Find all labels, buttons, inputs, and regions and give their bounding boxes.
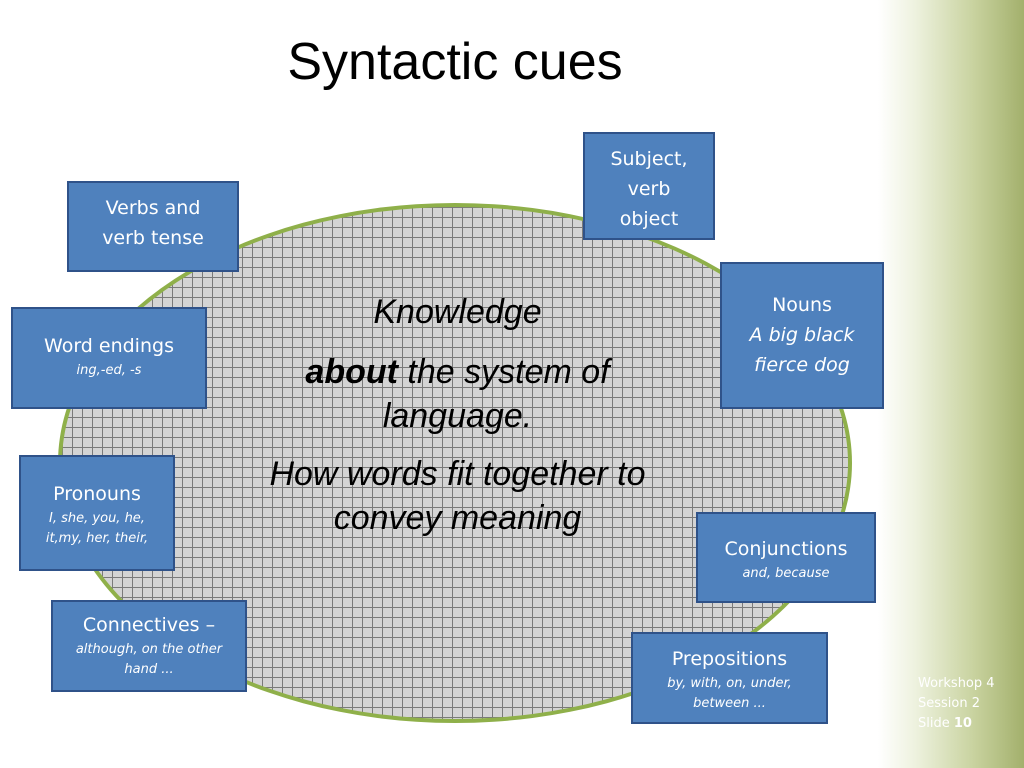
box-word-endings-label: Word endings <box>44 335 174 357</box>
box-pronouns-label: Pronouns <box>53 483 141 505</box>
box-pronouns-sub: I, she, you, he, it,my, her, their, <box>45 511 149 546</box>
box-nouns: Nouns A big black fierce dog <box>720 262 884 409</box>
about-bold: about <box>305 353 398 391</box>
box-prepositions-sub: by, with, on, under, between ... <box>667 676 792 711</box>
center-line-how: How words fit together to convey meaning <box>269 455 646 537</box>
box-connectives: Connectives – although, on the other han… <box>51 600 247 692</box>
footer-slide: Slide 10 <box>918 714 995 734</box>
box-nouns-sub: A big black fierce dog <box>749 324 855 376</box>
box-nouns-label: Nouns <box>772 294 832 316</box>
footer-slide-label: Slide <box>918 716 950 731</box>
slide-title: Syntactic cues <box>287 33 623 91</box>
box-connectives-sub: although, on the other hand ... <box>75 642 223 677</box>
slide-footer: Workshop 4 Session 2 Slide 10 <box>918 674 995 734</box>
footer-session: Session 2 <box>918 696 981 711</box>
footer-slide-number: 10 <box>953 716 972 731</box>
footer-workshop: Workshop 4 <box>918 676 995 691</box>
box-verbs-label: Verbs and verb tense <box>102 197 204 249</box>
box-subject-label: Subject, verb object <box>610 148 688 230</box>
box-pronouns: Pronouns I, she, you, he, it,my, her, th… <box>19 455 175 571</box>
box-conjunctions-label: Conjunctions <box>724 538 848 560</box>
about-rest: the system of language. <box>382 353 610 435</box>
box-connectives-label: Connectives – <box>82 614 216 636</box>
box-verbs: Verbs and verb tense <box>67 181 239 272</box>
box-subject: Subject, verb object <box>583 132 715 240</box>
decorative-side-band <box>878 0 1024 768</box>
center-text: Knowledge about the system of language. … <box>230 290 685 554</box>
box-word-endings: Word endings ing,-ed, -s <box>11 307 207 409</box>
box-prepositions-label: Prepositions <box>671 648 788 670</box>
box-prepositions: Prepositions by, with, on, under, betwee… <box>631 632 828 724</box>
box-word-endings-sub: ing,-ed, -s <box>76 363 142 378</box>
box-conjunctions: Conjunctions and, because <box>696 512 876 603</box>
center-line-about: about the system of language. <box>230 350 685 438</box>
box-conjunctions-sub: and, because <box>742 566 830 581</box>
center-line-knowledge: Knowledge <box>373 293 542 331</box>
